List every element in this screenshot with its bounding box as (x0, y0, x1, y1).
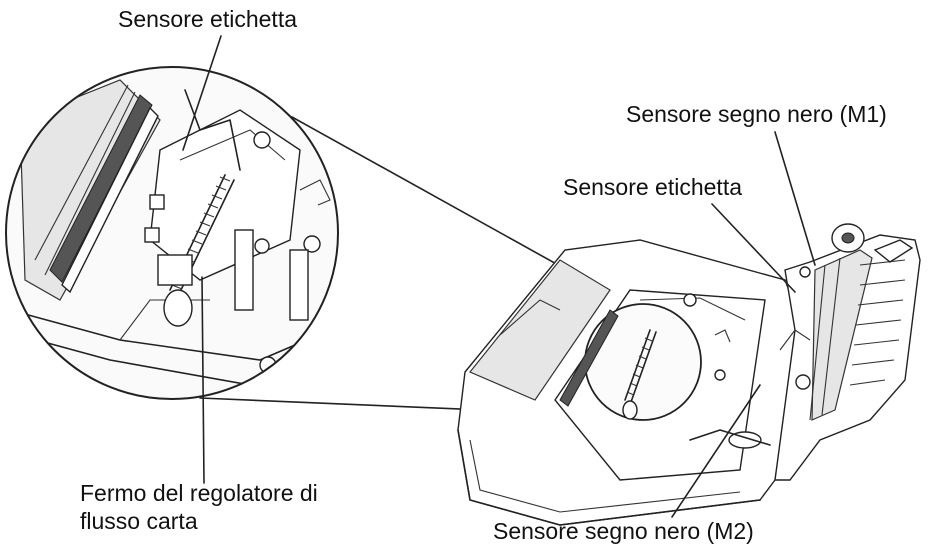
label-fermo-line1: Fermo del regolatore di (80, 480, 318, 506)
detail-callout-circle (584, 303, 702, 421)
magnified-detail-view (5, 66, 339, 400)
label-fermo-regolatore: Fermo del regolatore di flusso carta (80, 480, 318, 535)
printer-body (457, 223, 921, 526)
label-sensore-segno-nero-m2: Sensore segno nero (M2) (493, 518, 754, 544)
label-fermo-line2: flusso carta (80, 507, 198, 534)
leader-sensore-etichetta-top (182, 35, 222, 151)
leader-fermo (201, 276, 205, 484)
label-sensore-etichetta-right: Sensore etichetta (563, 174, 743, 200)
leader-m2 (671, 384, 761, 518)
leader-sensore-etichetta-right (711, 203, 796, 293)
label-sensore-segno-nero-m1: Sensore segno nero (M1) (626, 101, 887, 127)
leader-m1 (774, 131, 816, 266)
label-sensore-etichetta-top: Sensore etichetta (118, 6, 298, 32)
